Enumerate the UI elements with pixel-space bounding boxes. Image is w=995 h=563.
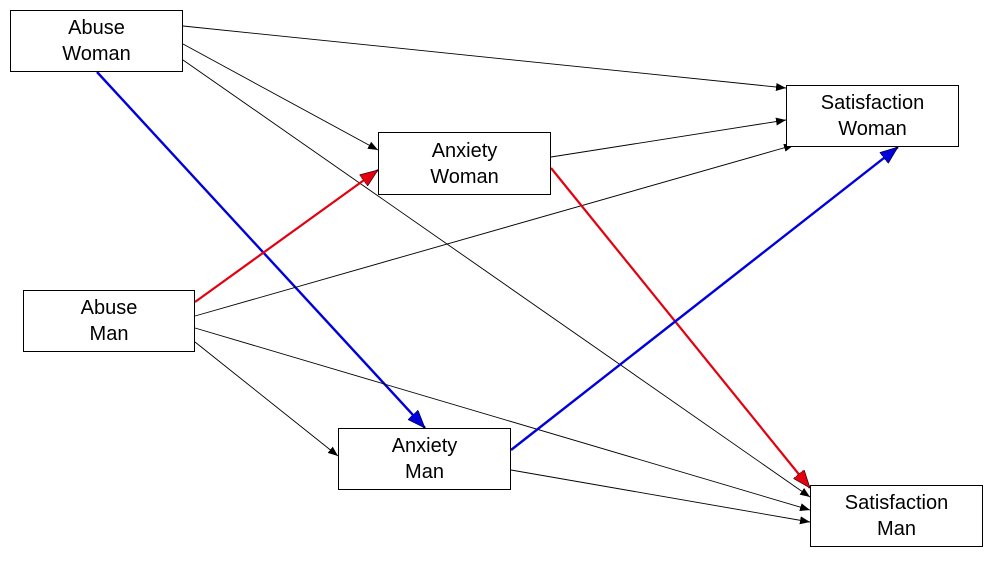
node-abuse-man: Abuse Man [23,290,195,352]
edge-anxiety-man-to-satisfaction-woman [510,146,899,451]
node-label-line2: Woman [62,43,131,65]
node-label-line1: Abuse [68,17,125,39]
edge-abuse-woman-to-anxiety-woman [182,43,379,151]
node-label-line2: Man [877,518,916,540]
edge-abuse-man-to-satisfaction-woman [194,143,795,317]
edge-abuse-man-to-anxiety-man [194,341,339,457]
node-label-line2: Man [89,323,129,345]
node-label-line1: Satisfaction [844,492,949,514]
node-label-line2: Woman [430,165,499,188]
node-satisfaction-man: Satisfaction Man [810,485,983,547]
edge-abuse-man-to-satisfaction-man [194,327,811,511]
node-anxiety-man: Anxiety Man [338,428,511,490]
edge-abuse-woman-to-satisfaction-man [182,59,811,498]
node-label-line2: Man [405,461,444,483]
edge-abuse-woman-to-satisfaction-woman [182,25,787,91]
edge-abuse-woman-to-anxiety-man [96,71,426,429]
node-satisfaction-woman: Satisfaction Woman [786,85,959,147]
node-anxiety-woman: Anxiety Woman [378,132,551,195]
edge-anxiety-woman-to-satisfaction-man [550,167,811,489]
node-label-line1: Satisfaction [820,92,925,114]
node-label-line2: Woman [838,118,907,140]
node-abuse-woman: Abuse Woman [10,10,183,72]
node-label-line1: Anxiety [431,139,498,162]
node-label-line1: Anxiety [391,435,458,457]
edge-abuse-man-to-anxiety-woman [194,169,378,303]
node-label-line1: Abuse [80,297,138,319]
edge-anxiety-man-to-satisfaction-man [510,469,811,525]
edge-anxiety-woman-to-satisfaction-woman [550,117,787,158]
